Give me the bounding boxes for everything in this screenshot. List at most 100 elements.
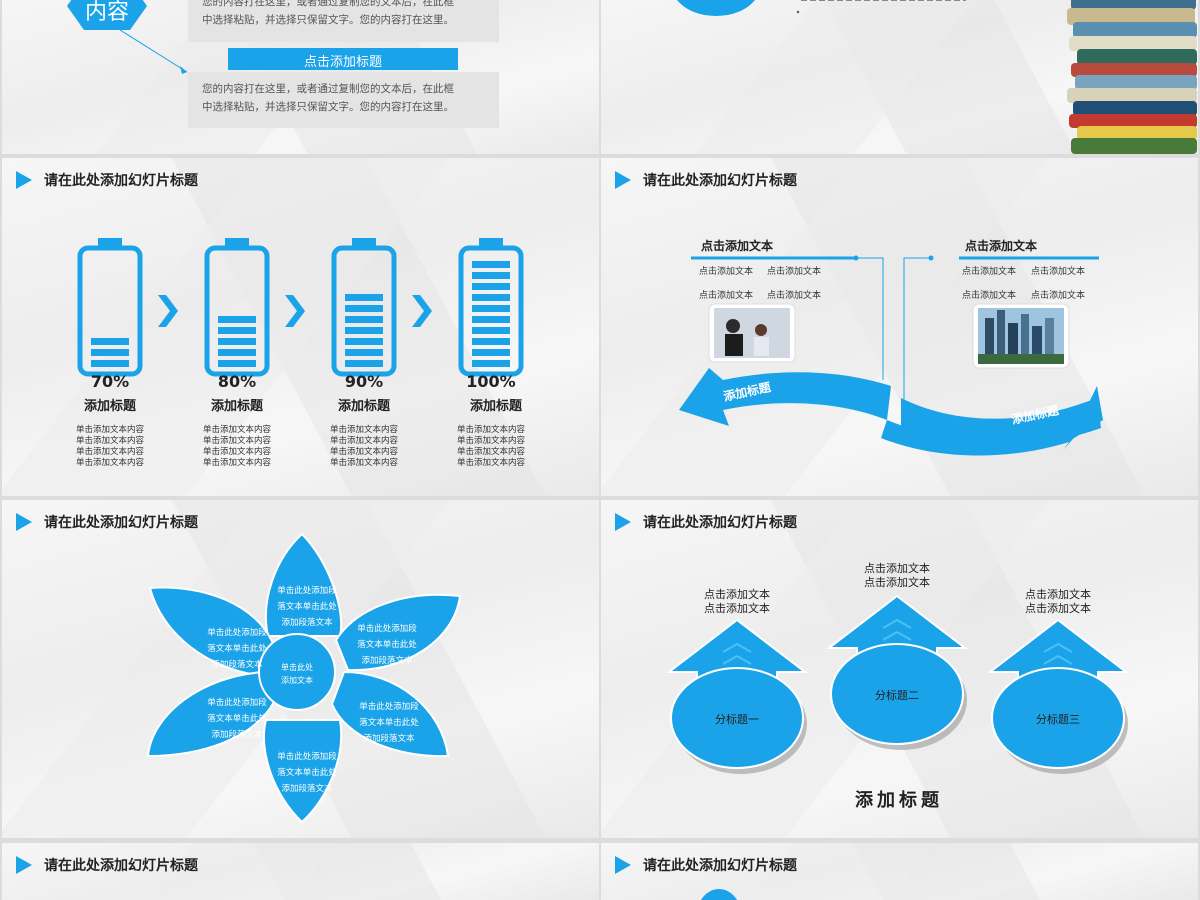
- left-item: 点击添加文本: [699, 267, 754, 277]
- battery-outline: [458, 245, 524, 377]
- box-title: 点击添加标题: [303, 55, 382, 70]
- battery-level-bar: [472, 272, 510, 279]
- battery-level-bar: [345, 349, 383, 356]
- battery-desc-line: 单击添加文本内容: [202, 425, 271, 435]
- battery-cap: [352, 238, 376, 248]
- battery-level-bar: [472, 360, 510, 367]
- text-box-1[interactable]: [188, 0, 499, 42]
- battery-desc-line: 单击添加文本内容: [329, 425, 398, 435]
- battery-title: 添加标题: [337, 399, 390, 414]
- slide-header: 请在此处添加幻灯片标题: [16, 512, 198, 532]
- petal-text: 单击此处添加段: [277, 752, 337, 762]
- battery-level-bar: [91, 338, 129, 345]
- bottom-title: 添加标题: [855, 790, 943, 811]
- battery-title: 添加标题: [83, 399, 136, 414]
- top-text: 点击添加文本: [704, 602, 770, 615]
- battery-cap: [225, 238, 249, 248]
- play-icon: [16, 513, 32, 531]
- battery-level-bar: [218, 360, 256, 367]
- text-box-2-line: 您的内容打在这里，或者通过复制您的文本后，在此框: [202, 83, 454, 95]
- subtitle-label: 分标题一: [715, 713, 759, 726]
- battery-level-bar: [472, 338, 510, 345]
- center-text: 添加文本: [281, 676, 313, 685]
- left-item: 点击添加文本: [699, 291, 754, 301]
- battery-level-bar: [91, 360, 129, 367]
- chevron-up-icon: [882, 630, 912, 641]
- battery-outline: [77, 245, 143, 377]
- battery-percent: 100%: [466, 372, 516, 391]
- books-image: [1067, 0, 1197, 154]
- slide-header: 请在此处添加幻灯片标题: [16, 855, 198, 875]
- battery-level-bar: [472, 316, 510, 323]
- battery-level-bar: [345, 316, 383, 323]
- slide-4[interactable]: 请在此处添加幻灯片标题 点击添加文本 点击添加文本 点击添加文本 点击添加文本 …: [601, 158, 1198, 496]
- text-box-1-line: 中选择粘贴，并选择只保留文字。您的内容打在这里。: [202, 14, 454, 26]
- left-item: 点击添加文本: [767, 291, 822, 301]
- battery-cap: [98, 238, 122, 248]
- play-icon: [16, 171, 32, 189]
- battery-percent: 70%: [90, 372, 130, 391]
- petal-text: 添加段落文本: [363, 734, 415, 744]
- arrow-circles-graphic: [666, 594, 1129, 774]
- battery-desc-line: 单击添加文本内容: [202, 447, 271, 457]
- subtitle-label: 分标题二: [875, 689, 919, 702]
- battery-desc-line: 单击添加文本内容: [75, 458, 144, 468]
- chevron-right-icon: [412, 295, 432, 327]
- battery-graphic: [77, 238, 524, 377]
- play-icon: [615, 856, 631, 874]
- chevron-up-icon: [1043, 654, 1073, 665]
- petal-text: 落文本单击此处: [207, 714, 267, 724]
- battery-level-bar: [472, 261, 510, 268]
- curved-arrow-right: [881, 420, 1081, 456]
- slide-6[interactable]: 请在此处添加幻灯片标题 点击添加文本点击添加文本分标题一点击添加文本点击添加文本…: [601, 500, 1198, 838]
- slide-5[interactable]: 请在此处添加幻灯片标题 单击此处 添加文本 单击此处添加段落文本单击此处添加段落…: [2, 500, 599, 838]
- top-text: 点击添加文本: [1025, 602, 1091, 615]
- petal-text: 单击此处添加段: [207, 628, 267, 638]
- subtitle-circle: [670, 667, 804, 769]
- battery-title: 添加标题: [210, 399, 263, 414]
- battery-desc-line: 单击添加文本内容: [456, 447, 525, 457]
- battery-outline: [204, 245, 270, 377]
- slide-2[interactable]: [601, 0, 1198, 154]
- battery-level-bar: [345, 338, 383, 345]
- top-text: 点击添加文本: [864, 576, 930, 589]
- petal-text: 落文本单击此处: [207, 644, 267, 654]
- battery-level-bar: [345, 327, 383, 334]
- petal-text: 添加段落文本: [211, 660, 263, 670]
- battery-level-bar: [472, 305, 510, 312]
- battery-level-bar: [91, 349, 129, 356]
- slide-header: 请在此处添加幻灯片标题: [615, 170, 797, 190]
- slide-7[interactable]: 请在此处添加幻灯片标题: [2, 843, 599, 900]
- battery-desc-line: 单击添加文本内容: [75, 436, 144, 446]
- hex-label: 内容: [85, 0, 130, 25]
- center-circle: [258, 633, 336, 711]
- right-title: 点击添加文本: [965, 239, 1038, 253]
- play-icon: [615, 513, 631, 531]
- blue-circle: [701, 889, 737, 900]
- top-text: 点击添加文本: [864, 562, 930, 575]
- right-item: 点击添加文本: [962, 291, 1017, 301]
- battery-desc-line: 单击添加文本内容: [75, 447, 144, 457]
- slide-8[interactable]: 请在此处添加幻灯片标题: [601, 843, 1198, 900]
- text-box-1-line: 您的内容打在这里，或者通过复制您的文本后，在此框: [202, 0, 454, 8]
- text-box-2[interactable]: [188, 72, 499, 128]
- slide-3[interactable]: 请在此处添加幻灯片标题 70%添加标题单击添加文本内容单击添加文本内容单击添加文…: [2, 158, 599, 496]
- subtitle-circle: [991, 667, 1125, 769]
- battery-level-bar: [218, 316, 256, 323]
- petal-text: 单击此处添加段: [357, 624, 417, 634]
- box-title-bar[interactable]: [228, 48, 458, 70]
- battery-level-bar: [472, 294, 510, 301]
- battery-level-bar: [472, 349, 510, 356]
- right-item: 点击添加文本: [1031, 267, 1086, 277]
- slide-1[interactable]: 内容 您的内容打在这里，或者通过复制您的文本后，在此框 中选择粘贴，并选择只保留…: [2, 0, 599, 154]
- slide-header: 请在此处添加幻灯片标题: [16, 170, 198, 190]
- left-item: 点击添加文本: [767, 267, 822, 277]
- petal-text: 单击此处添加段: [207, 698, 267, 708]
- petal-upper-right: [334, 593, 462, 672]
- chevron-right-icon: [158, 295, 178, 327]
- petal-text: 落文本单击此处: [359, 718, 419, 728]
- battery-desc-line: 单击添加文本内容: [456, 458, 525, 468]
- subtitle-circle: [830, 643, 964, 745]
- petal-text: 单击此处添加段: [359, 702, 419, 712]
- petal-text: 添加段落文本: [281, 784, 333, 794]
